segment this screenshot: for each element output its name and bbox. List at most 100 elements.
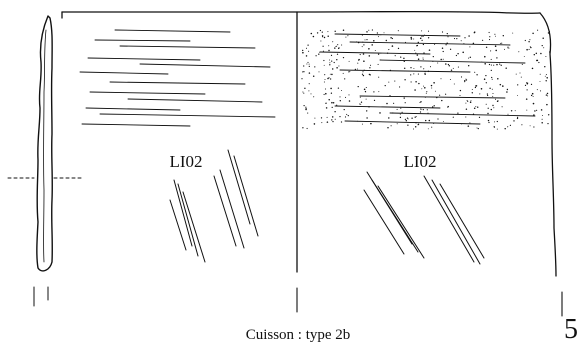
stipple-dot — [410, 81, 412, 83]
stipple-dot — [494, 33, 496, 35]
stipple-dot — [362, 74, 365, 77]
stipple-dot — [545, 80, 547, 82]
stipple-dot — [502, 35, 504, 37]
stipple-dot — [327, 35, 329, 38]
stipple-dot — [360, 101, 363, 103]
stipple-dot — [338, 65, 340, 67]
stipple-dot — [531, 92, 534, 95]
stipple-dot — [421, 88, 423, 90]
stipple-dot — [313, 96, 315, 98]
stipple-dot — [302, 51, 304, 54]
stipple-dot — [496, 120, 498, 123]
stipple-dot — [530, 83, 533, 86]
stipple-dot — [488, 63, 491, 66]
stipple-dot — [421, 39, 423, 42]
stipple-dot — [442, 120, 444, 122]
stipple-dot — [417, 58, 420, 60]
stipple-dot — [533, 126, 535, 128]
stipple-dot — [493, 126, 496, 128]
stipple-dot — [331, 119, 333, 121]
stipple-dot — [490, 64, 492, 66]
stipple-dot — [476, 106, 479, 108]
stipple-dot — [336, 104, 338, 106]
stipple-dot — [329, 62, 331, 64]
stipple-dot — [419, 101, 421, 104]
stipple-dot — [491, 78, 493, 80]
stipple-dot — [397, 30, 399, 32]
stipple-dot — [366, 31, 368, 33]
stipple-dot — [441, 47, 444, 50]
stipple-dot — [519, 72, 521, 74]
stipple-dot — [447, 106, 449, 108]
stipple-dot — [427, 128, 429, 130]
stipple-dot — [520, 76, 522, 78]
stipple-dot — [450, 69, 453, 71]
stipple-dot — [426, 91, 428, 93]
stipple-dot — [308, 90, 310, 92]
stipple-dot — [431, 126, 433, 128]
stipple-dot — [532, 96, 534, 97]
stipple-dot — [501, 106, 503, 108]
stipple-dot — [487, 119, 490, 122]
stipple-dot — [356, 68, 358, 70]
stipple-dot — [449, 79, 451, 80]
stipple-dot — [485, 82, 487, 84]
stipple-dot — [325, 92, 327, 95]
stipple-dot — [528, 41, 530, 43]
stipple-dot — [314, 117, 316, 119]
stipple-dot — [536, 59, 538, 62]
stipple-dot — [541, 118, 543, 120]
stipple-dot — [506, 91, 508, 93]
stipple-dot — [493, 64, 495, 66]
stipple-dot — [321, 35, 324, 37]
stipple-dot — [365, 91, 367, 93]
stipple-dot — [423, 85, 425, 87]
stipple-dot — [322, 50, 324, 52]
stipple-dot — [320, 117, 323, 119]
stipple-dot — [478, 116, 481, 119]
stipple-dot — [544, 75, 546, 77]
stipple-dot — [468, 57, 470, 59]
stipple-dot — [331, 116, 334, 118]
stipple-dot — [533, 114, 535, 116]
stipple-dot — [546, 103, 548, 106]
stipple-dot — [312, 35, 315, 38]
stipple-dot — [359, 96, 361, 98]
right-edge — [539, 12, 557, 277]
stipple-dot — [424, 73, 426, 75]
stipple-dot — [423, 52, 425, 54]
right-label: LI02 — [403, 152, 436, 171]
stipple-dot — [420, 66, 422, 68]
stipple-dot — [342, 72, 344, 74]
stipple-dot — [308, 72, 311, 74]
stipple-dot — [549, 51, 551, 53]
stipple-dot — [328, 99, 330, 101]
stipple-dot — [330, 54, 333, 57]
stipple-dot — [404, 118, 407, 121]
stipple-dot — [431, 87, 433, 89]
stipple-dot — [332, 102, 335, 104]
stipple-dot — [549, 30, 551, 32]
caption: Cuisson : type 2b — [246, 327, 351, 343]
stipple-dot — [359, 103, 361, 105]
stipple-dot — [487, 107, 489, 109]
stipple-dot — [469, 101, 472, 103]
stipple-dot — [516, 117, 519, 120]
stipple-dot — [508, 47, 510, 49]
stipple-dot — [394, 80, 396, 82]
stipple-dot — [391, 37, 393, 40]
stipple-dot — [396, 108, 398, 110]
stipple-dot — [507, 47, 509, 49]
stipple-dot — [421, 30, 423, 32]
stipple-dot — [305, 108, 307, 111]
stipple-dot — [399, 113, 401, 115]
stipple-dot — [477, 127, 479, 130]
stipple-dot — [344, 96, 347, 98]
stipple-dot — [441, 31, 444, 33]
stipple-dot — [407, 118, 409, 120]
stipple-dot — [410, 74, 412, 76]
stipple-dot — [496, 128, 498, 130]
stipple-dot — [447, 63, 450, 66]
stipple-dot — [327, 77, 329, 80]
stipple-dot — [339, 96, 341, 98]
